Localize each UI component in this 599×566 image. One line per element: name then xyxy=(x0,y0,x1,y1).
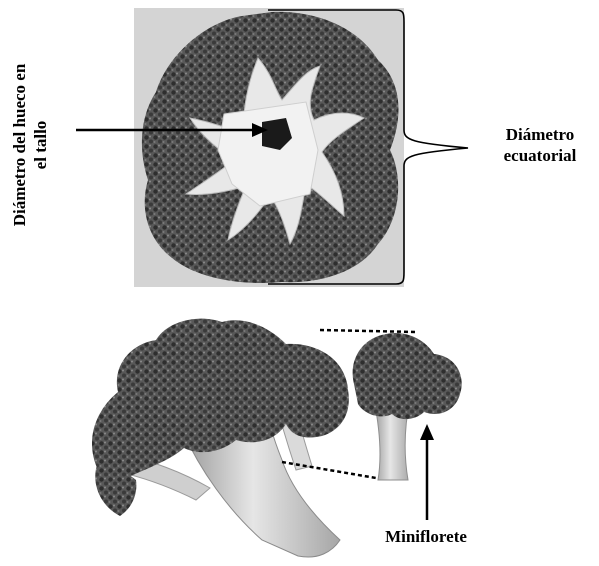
stem-hole-label-line2: el tallo xyxy=(30,20,51,270)
stem-hole-label: Diámetro del hueco en el tallo xyxy=(0,0,60,290)
equatorial-label: Diámetro ecuatorial xyxy=(484,124,596,166)
equatorial-label-line2: ecuatorial xyxy=(484,145,596,166)
cut-line-top xyxy=(320,330,416,332)
equatorial-label-line1: Diámetro xyxy=(484,124,596,145)
miniflorete-head xyxy=(353,333,462,419)
stem-hole-label-line1: Diámetro del hueco en xyxy=(9,20,30,270)
miniflorete-arrowhead xyxy=(420,424,434,440)
miniflorete-label: Miniflorete xyxy=(356,526,496,547)
